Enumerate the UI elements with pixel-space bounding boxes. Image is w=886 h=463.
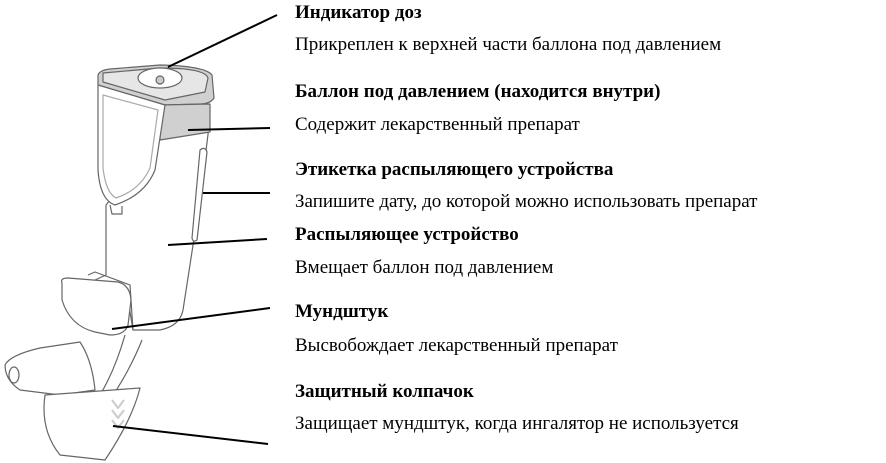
leader-line — [167, 14, 278, 68]
protective-cap — [4, 341, 96, 396]
label-title: Баллон под давлением (находится внутри) — [295, 81, 661, 102]
label-description: Прикреплен к верхней части баллона под д… — [295, 34, 722, 55]
label-title: Этикетка распыляющего устройства — [295, 159, 614, 180]
label-title: Распыляющее устройство — [295, 224, 519, 245]
label-description: Высвобождает лекарственный препарат — [295, 335, 618, 356]
mouthpiece — [61, 277, 132, 336]
label-description: Защищает мундштук, когда ингалятор не ис… — [295, 413, 739, 434]
leader-lines — [111, 14, 278, 445]
label-title: Индикатор доз — [295, 2, 422, 23]
leader-line — [112, 425, 269, 445]
label-title: Мундштук — [295, 301, 389, 322]
leader-line — [167, 238, 268, 246]
inhaler-illustration — [4, 14, 278, 461]
label-description: Содержит лекарственный препарат — [295, 114, 580, 135]
label-description: Вмещает баллон под давлением — [295, 257, 554, 278]
leader-line — [187, 127, 271, 131]
label-description: Запишите дату, до которой можно использо… — [295, 191, 758, 212]
label-title: Защитный колпачок — [295, 381, 474, 402]
leader-line — [111, 307, 271, 330]
